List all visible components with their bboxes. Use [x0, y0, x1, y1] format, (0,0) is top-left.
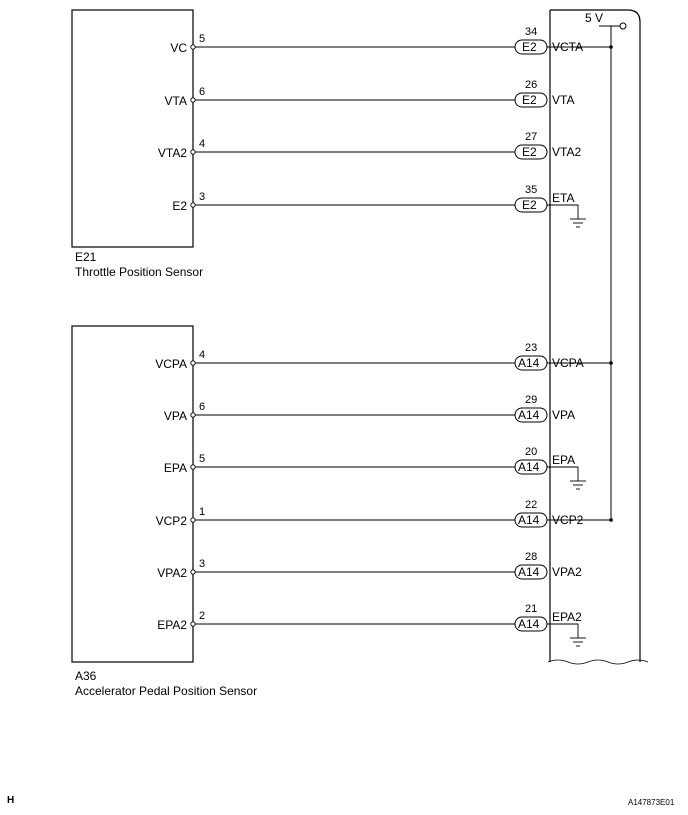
ecu-pin-number: 21 — [525, 603, 538, 615]
sensor-box-e21 — [71, 9, 194, 248]
terminal-vta2 — [190, 149, 196, 155]
bus-junction — [609, 45, 613, 49]
sensor-terminal-name: VCPA — [155, 357, 187, 371]
sensor-terminal-name: VC — [170, 41, 187, 55]
ecu-terminal-name: VTA2 — [552, 145, 582, 159]
terminal-e2 — [190, 202, 196, 208]
connector-label: A14 — [518, 460, 540, 474]
footer-left-mark: H — [7, 795, 15, 806]
connector-e2 — [514, 92, 548, 108]
connector-a14 — [514, 564, 548, 580]
sensor-terminal-name: E2 — [172, 199, 187, 213]
sensor-terminal-name: VPA2 — [157, 566, 187, 580]
terminal-epa2 — [190, 621, 196, 627]
sensor-pin-number: 6 — [199, 401, 206, 413]
terminal-vcp2 — [190, 517, 196, 523]
ecu-terminal-name: VCPA — [552, 356, 584, 370]
sensor-pin-number: 1 — [199, 506, 206, 518]
ecu-pin-number: 27 — [525, 131, 538, 143]
supply-label: 5 V — [585, 11, 604, 25]
ecu-pin-number: 34 — [525, 26, 538, 38]
terminal-vc — [190, 44, 196, 50]
ecu-terminal-name: EPA2 — [552, 610, 582, 624]
ground-lead-eta — [547, 204, 579, 219]
connector-label: A14 — [518, 408, 540, 422]
ecu-pin-number: 22 — [525, 499, 538, 511]
ecu-pin-number: 26 — [525, 79, 538, 91]
connector-a14 — [514, 407, 548, 423]
sensor-pin-number: 4 — [199, 138, 206, 150]
sensor-pin-number: 2 — [199, 610, 206, 622]
ground-lead-epa — [547, 466, 579, 481]
ecu-pin-number: 20 — [525, 446, 538, 458]
sensor-pin-number: 3 — [199, 191, 206, 203]
ecu-terminal-name: VCP2 — [552, 513, 584, 527]
figure-id: A147873E01 — [628, 798, 675, 807]
connector-label: E2 — [522, 93, 537, 107]
terminal-vcpa — [190, 360, 196, 366]
connector-e2 — [514, 144, 548, 160]
terminal-vpa — [190, 412, 196, 418]
ecu-terminal-name: VPA2 — [552, 565, 582, 579]
connector-label: A14 — [518, 356, 540, 370]
terminal-vta — [190, 97, 196, 103]
sensor-pin-number: 3 — [199, 558, 206, 570]
sensor-terminal-name: EPA2 — [157, 618, 187, 632]
connector-label: E2 — [522, 145, 537, 159]
ground-lead-epa2 — [547, 623, 579, 638]
sensor-terminal-name: VTA — [164, 94, 187, 108]
sensor-pin-number: 6 — [199, 86, 206, 98]
sensor-name: Throttle Position Sensor — [75, 265, 204, 279]
bus-junction — [609, 518, 613, 522]
sensor-box-a36 — [71, 325, 194, 663]
supply-terminal — [619, 22, 627, 30]
sensor-pin-number: 4 — [199, 349, 206, 361]
ecu-terminal-name: EPA — [552, 453, 576, 467]
sensor-pin-number: 5 — [199, 33, 206, 45]
ecu-pin-number: 35 — [525, 184, 538, 196]
sensor-terminal-name: VTA2 — [157, 146, 187, 160]
bus-junction — [609, 361, 613, 365]
ecu-terminal-name: VPA — [552, 408, 576, 422]
ecu-outline — [549, 9, 641, 662]
sensor-name: Accelerator Pedal Position Sensor — [75, 684, 258, 698]
ecu-break-line — [547, 659, 649, 665]
ecu-pin-number: 23 — [525, 342, 538, 354]
sensor-pin-number: 5 — [199, 453, 206, 465]
connector-label: A14 — [518, 565, 540, 579]
sensor-terminal-name: EPA — [163, 461, 187, 475]
terminal-epa — [190, 464, 196, 470]
connector-label: A14 — [518, 617, 540, 631]
connector-label: A14 — [518, 513, 540, 527]
ecu-terminal-name: ETA — [552, 191, 575, 205]
ecu-pin-number: 28 — [525, 551, 538, 563]
ecu-terminal-name: VCTA — [552, 40, 584, 54]
sensor-terminal-name: VCP2 — [155, 514, 187, 528]
ecu-pin-number: 29 — [525, 394, 538, 406]
connector-label: E2 — [522, 198, 537, 212]
sensor-code: A36 — [75, 669, 97, 683]
ecu-terminal-name: VTA — [552, 93, 575, 107]
sensor-terminal-name: VPA — [163, 409, 187, 423]
terminal-vpa2 — [190, 569, 196, 575]
connector-label: E2 — [522, 40, 537, 54]
sensor-code: E21 — [75, 250, 97, 264]
